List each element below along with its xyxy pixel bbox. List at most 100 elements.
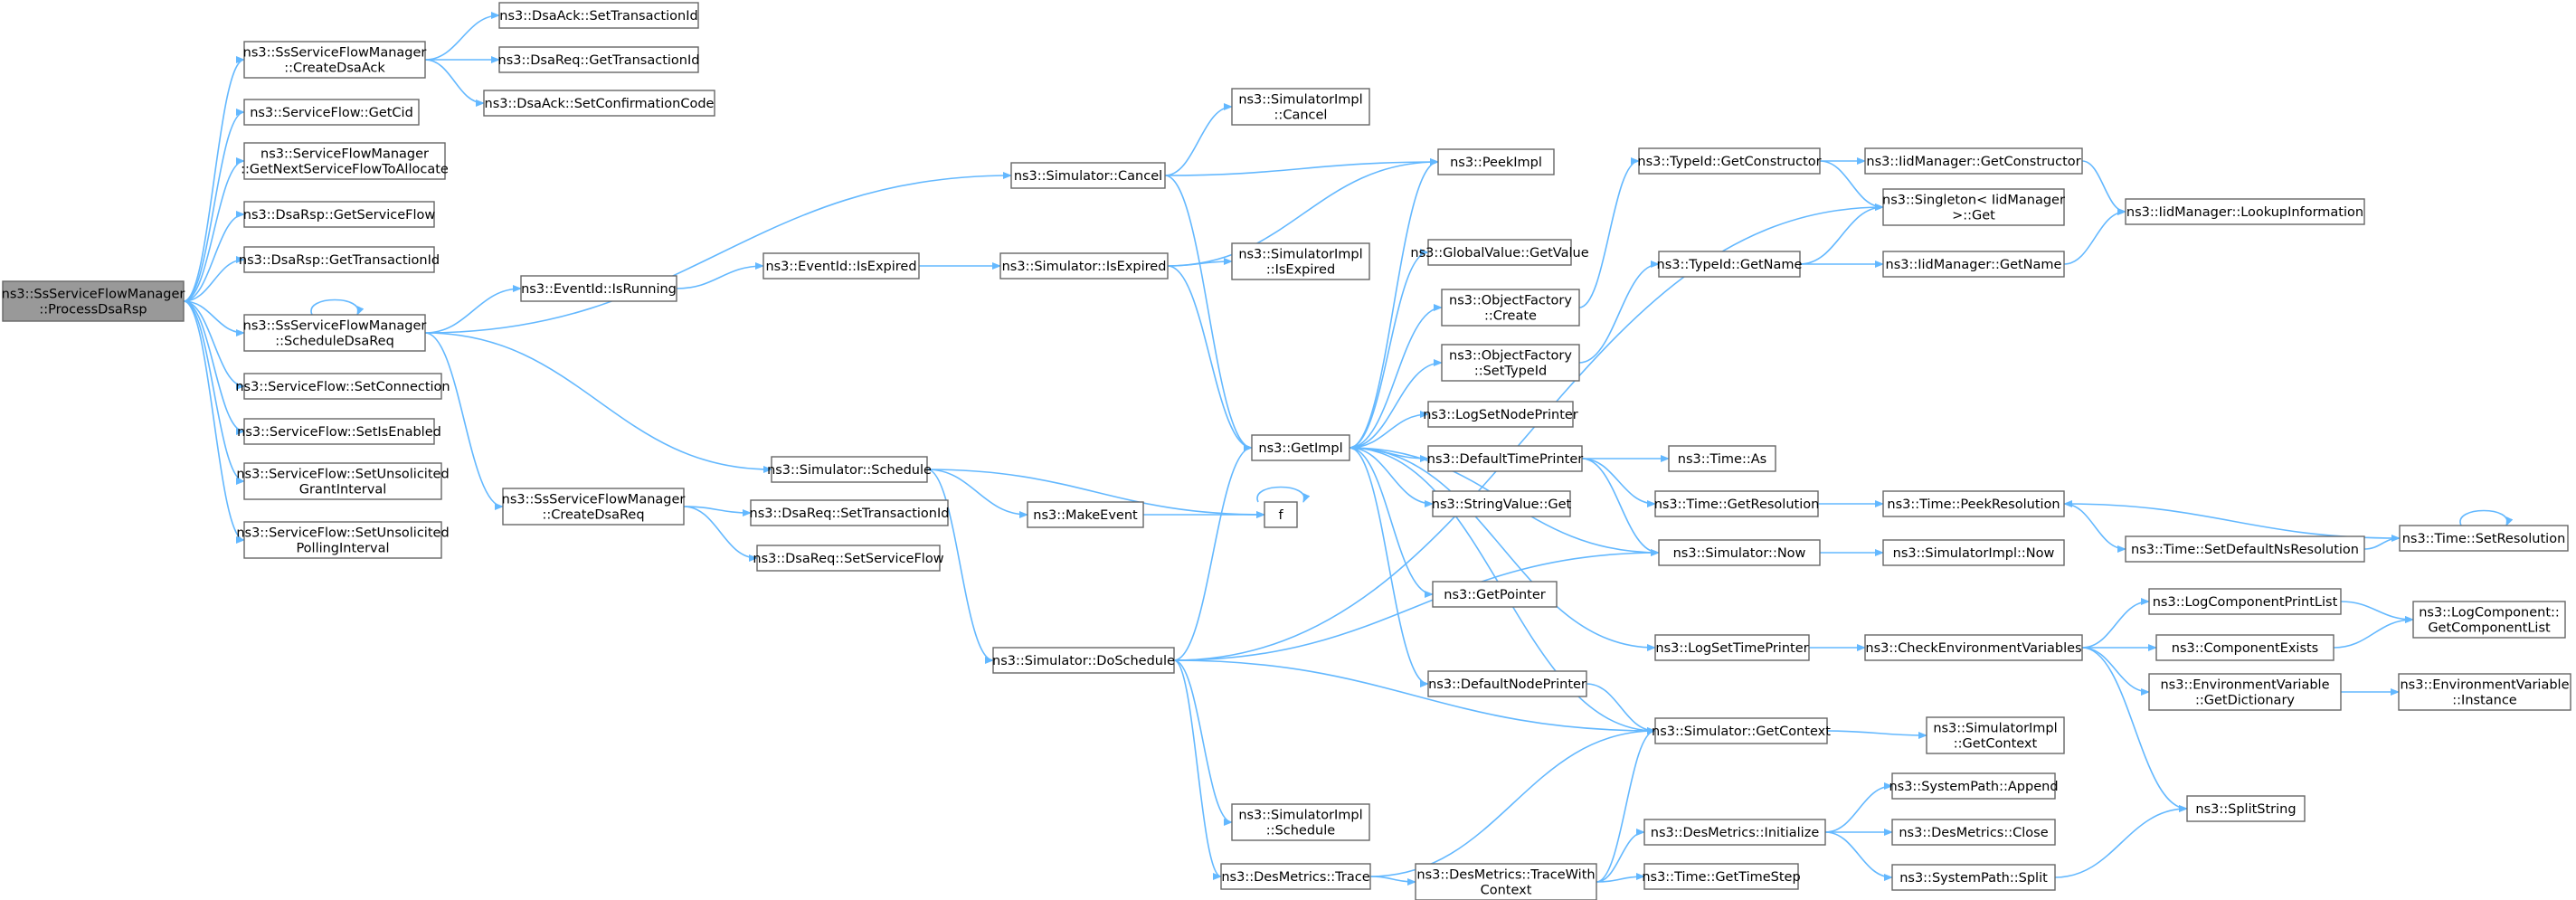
node-gvGetValue[interactable]: ns3::GlobalValue::GetValue [1410, 239, 1589, 266]
node-box [1251, 434, 1350, 461]
edge-timeSetRes-to-timePeekRes [2063, 500, 2401, 539]
node-f[interactable]: f [1264, 501, 1298, 528]
node-splitString[interactable]: ns3::SplitString [2186, 795, 2306, 822]
node-getPointer[interactable]: ns3::GetPointer [1432, 581, 1558, 608]
node-svGet[interactable]: ns3::StringValue::Get [1432, 490, 1572, 517]
node-reqGetTid[interactable]: ns3::DsaReq::GetTransactionId [498, 46, 700, 73]
node-box [1864, 147, 2083, 175]
node-root[interactable]: ns3::SsServiceFlowManager::ProcessDsaRsp [2, 280, 185, 322]
node-box [243, 246, 435, 273]
node-logSetNodePrinter[interactable]: ns3::LogSetNodePrinter [1423, 401, 1578, 428]
node-desInit[interactable]: ns3::DesMetrics::Initialize [1643, 819, 1826, 846]
edge-simSchedule-to-makeEvent [926, 469, 1028, 518]
node-peekImpl[interactable]: ns3::PeekImpl [1437, 148, 1555, 175]
node-defaultNodePrinter[interactable]: ns3::DefaultNodePrinter [1427, 670, 1587, 697]
edge-simGetContext-to-implGetContext [1826, 730, 1927, 739]
node-implNow[interactable]: ns3::SimulatorImpl::Now [1882, 539, 2065, 566]
node-box [1882, 490, 2065, 517]
node-envInstance[interactable]: ns3::EnvironmentVariable::Instance [2398, 673, 2571, 711]
node-iidGetConstructor[interactable]: ns3::IidManager::GetConstructor [1864, 147, 2083, 175]
node-timeGetStep[interactable]: ns3::Time::GetTimeStep [1642, 863, 1801, 890]
node-simGetContext[interactable]: ns3::Simulator::GetContext [1652, 717, 1831, 744]
node-simSchedule[interactable]: ns3::Simulator::Schedule [767, 456, 932, 483]
node-box [750, 499, 949, 526]
edge-root-to-createDsaAck [183, 56, 245, 302]
node-ofCreate[interactable]: ns3::ObjectFactory::Create [1441, 289, 1580, 327]
node-timeSetDefNsRes[interactable]: ns3::Time::SetDefaultNsResolution [2125, 535, 2365, 563]
node-createDsaReq[interactable]: ns3::SsServiceFlowManager::CreateDsaReq [502, 488, 686, 526]
node-simIsExpired[interactable]: ns3::Simulator::IsExpired [999, 252, 1169, 279]
node-logCompPrintList[interactable]: ns3::LogComponentPrintList [2148, 588, 2342, 615]
node-getImpl[interactable]: ns3::GetImpl [1251, 434, 1350, 461]
node-desClose[interactable]: ns3::DesMetrics::Close [1891, 819, 2056, 846]
node-label: ns3::SsServiceFlowManager [2, 288, 185, 302]
node-box [1891, 864, 2056, 891]
node-reqSetTid[interactable]: ns3::DsaReq::SetTransactionId [750, 499, 950, 526]
node-box [2148, 673, 2342, 711]
node-spAppend[interactable]: ns3::SystemPath::Append [1889, 772, 2059, 800]
node-ackSetCC[interactable]: ns3::DsaAck::SetConfirmationCode [483, 90, 715, 117]
node-checkEnv[interactable]: ns3::CheckEnvironmentVariables [1864, 634, 2083, 661]
node-implSchedule[interactable]: ns3::SimulatorImpl::Schedule [1231, 803, 1370, 841]
node-label: ns3::DsaAck::SetTransactionId [499, 9, 697, 24]
node-logSetTimePrinter[interactable]: ns3::LogSetTimePrinter [1654, 634, 1810, 661]
node-setConnection[interactable]: ns3::ServiceFlow::SetConnection [235, 373, 450, 400]
edge-root-to-setUGI [183, 300, 245, 485]
node-timePeekRes[interactable]: ns3::Time::PeekResolution [1882, 490, 2065, 517]
node-box [243, 418, 435, 445]
node-label: ns3::PeekImpl [1450, 156, 1542, 170]
node-simDoSchedule[interactable]: ns3::Simulator::DoSchedule [992, 647, 1175, 674]
node-singletonGet[interactable]: ns3::Singleton< IidManager>::Get [1882, 188, 2065, 226]
node-label: ::CreateDsaReq [542, 508, 644, 523]
node-box [2398, 673, 2571, 711]
node-eidIsRunning[interactable]: ns3::EventId::IsRunning [520, 275, 677, 302]
node-implCancel[interactable]: ns3::SimulatorImpl::Cancel [1231, 88, 1370, 126]
node-getCid[interactable]: ns3::ServiceFlow::GetCid [243, 99, 420, 126]
node-reqSetSF[interactable]: ns3::DsaReq::SetServiceFlow [753, 545, 944, 572]
node-rspGetTid[interactable]: ns3::DsaRsp::GetTransactionId [239, 246, 440, 273]
node-ackSetTid[interactable]: ns3::DsaAck::SetTransactionId [498, 2, 699, 29]
node-box [483, 90, 715, 117]
node-eidIsExpired[interactable]: ns3::EventId::IsExpired [762, 252, 920, 279]
edge-checkEnv-to-logCompPrintList [2081, 598, 2150, 649]
node-box [2125, 198, 2365, 225]
node-logCompGetList[interactable]: ns3::LogComponent::GetComponentList [2412, 601, 2566, 639]
node-setUGI[interactable]: ns3::ServiceFlow::SetUnsolicitedGrantInt… [236, 462, 450, 500]
node-label: ::Instance [2452, 694, 2517, 708]
node-label: ns3::DesMetrics::Trace [1221, 870, 1369, 885]
edge-getImpl-to-getPointer [1349, 447, 1434, 598]
node-box [1427, 445, 1583, 472]
node-envGetDict[interactable]: ns3::EnvironmentVariable::GetDictionary [2148, 673, 2342, 711]
node-timeGetRes[interactable]: ns3::Time::GetResolution [1654, 490, 1820, 517]
node-label: ns3::SsServiceFlowManager [502, 493, 686, 507]
node-box [243, 521, 442, 559]
node-label: ns3::LogComponent:: [2419, 606, 2560, 621]
node-makeEvent[interactable]: ns3::MakeEvent [1027, 501, 1144, 528]
node-simCancel[interactable]: ns3::Simulator::Cancel [1010, 162, 1166, 189]
node-iidLookup[interactable]: ns3::IidManager::LookupInformation [2125, 198, 2365, 225]
node-label: ns3::EnvironmentVariable [2400, 678, 2569, 693]
node-label: ns3::SimulatorImpl::Now [1893, 546, 2055, 561]
node-getNextSF[interactable]: ns3::ServiceFlowManager::GetNextServiceF… [241, 142, 449, 180]
node-componentExists[interactable]: ns3::ComponentExists [2155, 634, 2334, 661]
node-defaultTimePrinter[interactable]: ns3::DefaultTimePrinter [1427, 445, 1583, 472]
node-ofSetTypeId[interactable]: ns3::ObjectFactory::SetTypeId [1441, 344, 1580, 382]
node-setIsEnabled[interactable]: ns3::ServiceFlow::SetIsEnabled [237, 418, 441, 445]
node-implIsExpired[interactable]: ns3::SimulatorImpl::IsExpired [1231, 242, 1370, 280]
node-iidGetName[interactable]: ns3::IidManager::GetName [1882, 251, 2065, 278]
node-createDsaAck[interactable]: ns3::SsServiceFlowManager::CreateDsaAck [243, 41, 427, 79]
node-spSplit[interactable]: ns3::SystemPath::Split [1891, 864, 2056, 891]
node-rspGetSF[interactable]: ns3::DsaRsp::GetServiceFlow [243, 201, 436, 228]
node-desTrace[interactable]: ns3::DesMetrics::Trace [1220, 863, 1371, 890]
node-setUPI[interactable]: ns3::ServiceFlow::SetUnsolicitedPollingI… [236, 521, 450, 559]
node-timeSetRes[interactable]: ns3::Time::SetResolution [2399, 525, 2569, 552]
node-scheduleDsaReq[interactable]: ns3::SsServiceFlowManager::ScheduleDsaRe… [243, 314, 427, 352]
node-simNow[interactable]: ns3::Simulator::Now [1658, 539, 1821, 566]
node-box [1441, 289, 1580, 327]
node-timeAs[interactable]: ns3::Time::As [1668, 445, 1776, 472]
node-tidGetName[interactable]: ns3::TypeId::GetName [1657, 251, 1803, 278]
node-tidGetConstructor[interactable]: ns3::TypeId::GetConstructor [1637, 147, 1822, 175]
edge-simDoSchedule-to-getImpl [1173, 444, 1253, 661]
node-implGetContext[interactable]: ns3::SimulatorImpl::GetContext [1926, 716, 2065, 754]
